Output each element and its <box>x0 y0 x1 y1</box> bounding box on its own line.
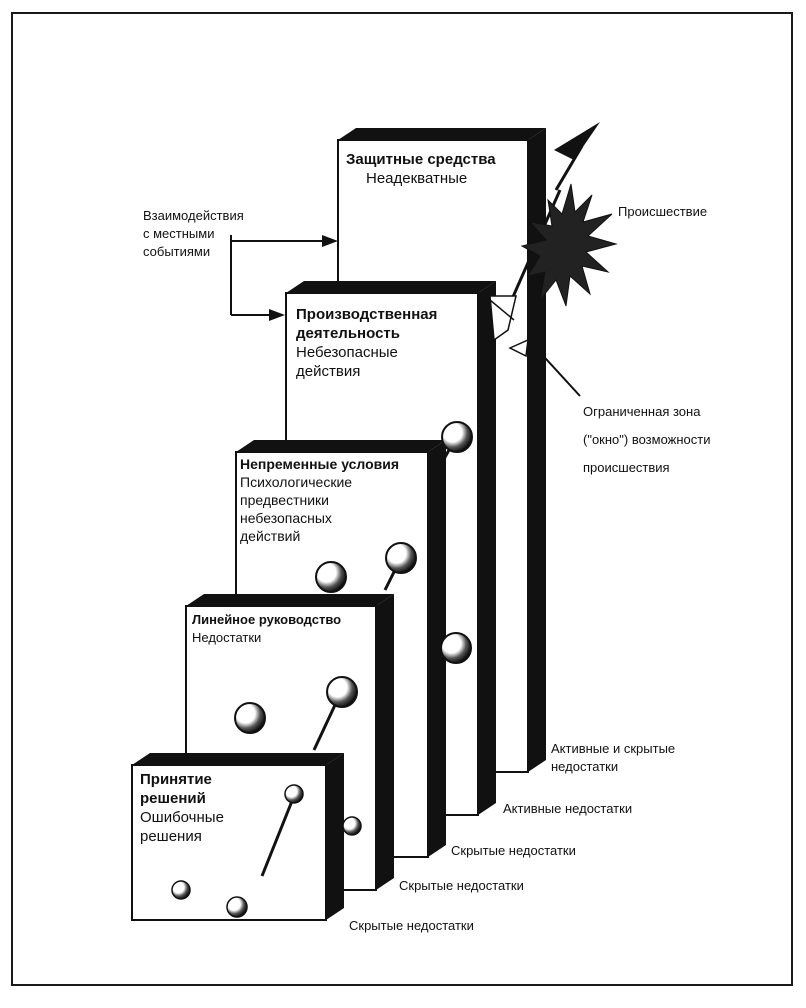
layer-5-subtitle: Ошибочные решения <box>140 809 224 845</box>
interactions-label: Взаимодействия с местными событиями <box>143 208 244 259</box>
layer-4-subtitle: Недостатки <box>192 630 262 645</box>
trajectory-arrowhead <box>554 122 600 160</box>
accident-starburst <box>520 183 618 307</box>
holes <box>171 421 473 918</box>
layer-2-title: Производственная деятельность <box>296 306 438 342</box>
layer-2-subtitle: Небезопасные действия <box>296 344 398 380</box>
hole <box>385 542 417 574</box>
hole <box>342 816 362 836</box>
layer-2-failure-label: Активные недостатки <box>503 801 633 816</box>
layer-4-failure-label: Скрытые недостатки <box>399 878 524 893</box>
layer-4-title: Линейное руководство <box>192 612 342 627</box>
window-pointer <box>508 338 581 397</box>
layer-1-failure-label: Активные и скрытые недостатки <box>551 741 676 774</box>
layer-5-failure-label: Скрытые недостатки <box>349 918 474 933</box>
layer-3-subtitle: Психологические предвестники небезопасны… <box>240 474 353 544</box>
window-label: Ограниченная зона ("окно") возможности п… <box>583 404 711 475</box>
layer-1-title: Защитные средства <box>346 151 496 168</box>
figure-frame <box>11 12 793 986</box>
hole <box>226 896 248 918</box>
hole <box>171 880 191 900</box>
hole <box>284 784 304 804</box>
layer-1-subtitle: Неадекватные <box>366 170 468 187</box>
accident-label: Происшествие <box>618 204 708 219</box>
hole <box>326 676 358 708</box>
layer-5-title: Принятие решений <box>140 771 212 807</box>
layer-3-failure-label: Скрытые недостатки <box>451 843 576 858</box>
interaction-arrows <box>230 235 338 321</box>
hole <box>315 561 347 593</box>
hole <box>441 421 473 453</box>
hole <box>440 632 472 664</box>
layer-3-title: Непременные условия <box>240 456 400 472</box>
hole <box>234 702 266 734</box>
window-gap <box>489 295 517 342</box>
